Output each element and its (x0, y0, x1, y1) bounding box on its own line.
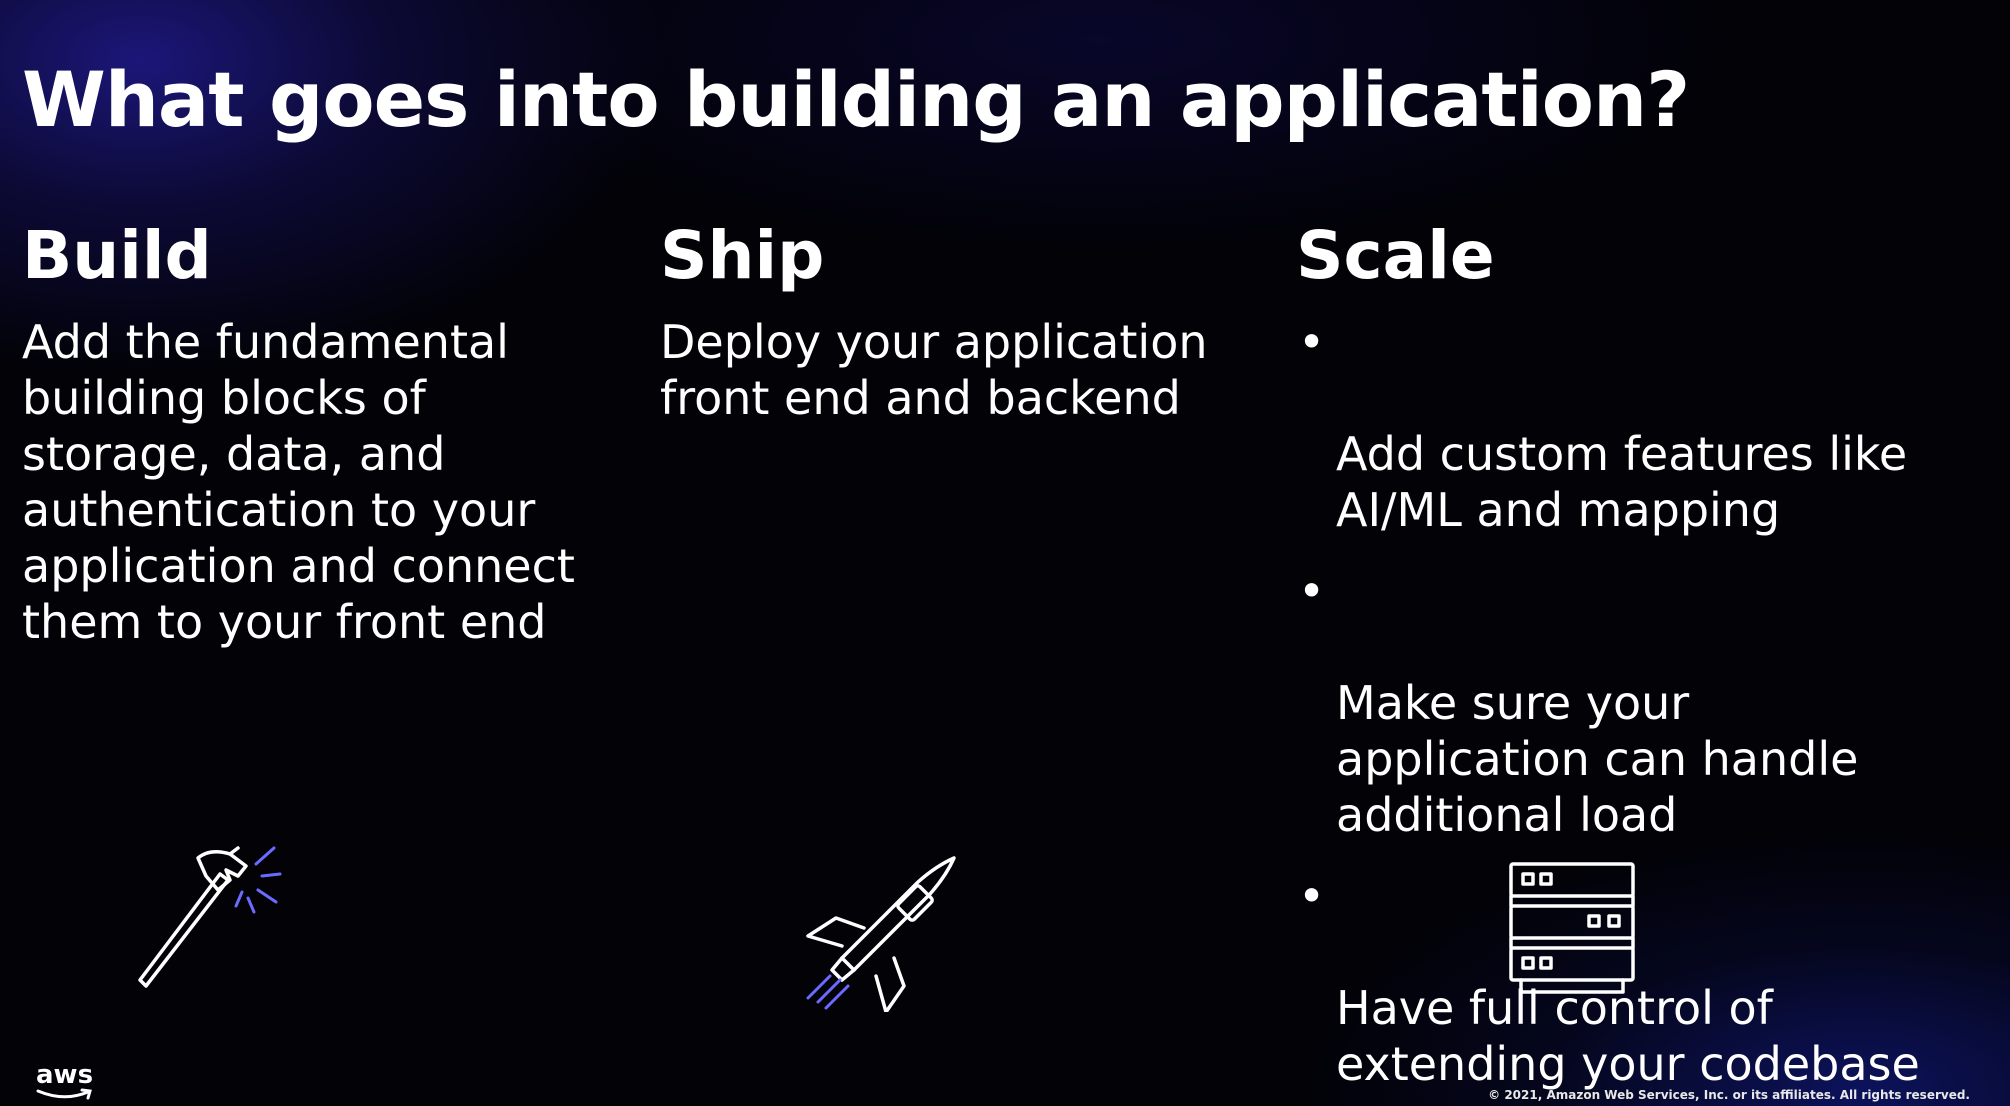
scale-bullet-text: Have full control of extending your code… (1336, 980, 1920, 1091)
build-column: Build Add the fundamental building block… (22, 218, 622, 650)
bullet-dot: • (1298, 314, 1326, 369)
scale-column: Scale • Add custom features like AI/ML a… (1296, 218, 1996, 1106)
build-heading: Build (22, 217, 212, 294)
ship-heading: Ship (660, 217, 825, 294)
scale-bullet-text: Make sure your application can handle ad… (1336, 675, 1859, 842)
aws-logo: aws (36, 1062, 106, 1102)
scale-bullet-item: • Make sure your application can handle … (1296, 563, 1996, 843)
ship-description: Deploy your application front end and ba… (660, 314, 1208, 425)
slide-title: What goes into building an application? (22, 55, 1690, 144)
aws-smile-icon (36, 1088, 92, 1100)
server-stack-icon (1509, 862, 1635, 994)
build-description: Add the fundamental building blocks of s… (22, 314, 575, 649)
aws-logo-text: aws (36, 1060, 94, 1090)
copyright-notice: © 2021, Amazon Web Services, Inc. or its… (1488, 1088, 1970, 1102)
scale-bullet-item: • Add custom features like AI/ML and map… (1296, 314, 1996, 538)
scale-bullet-text: Add custom features like AI/ML and mappi… (1336, 426, 1908, 537)
rocket-icon (806, 856, 956, 1012)
scale-bullet-item: • Have full control of extending your co… (1296, 868, 1996, 1092)
hammer-icon (138, 846, 282, 988)
bullet-dot: • (1298, 563, 1326, 618)
bullet-dot: • (1298, 868, 1326, 923)
scale-bullet-list: • Add custom features like AI/ML and map… (1296, 314, 1996, 1092)
scale-heading: Scale (1296, 217, 1495, 294)
ship-column: Ship Deploy your application front end a… (660, 218, 1260, 426)
